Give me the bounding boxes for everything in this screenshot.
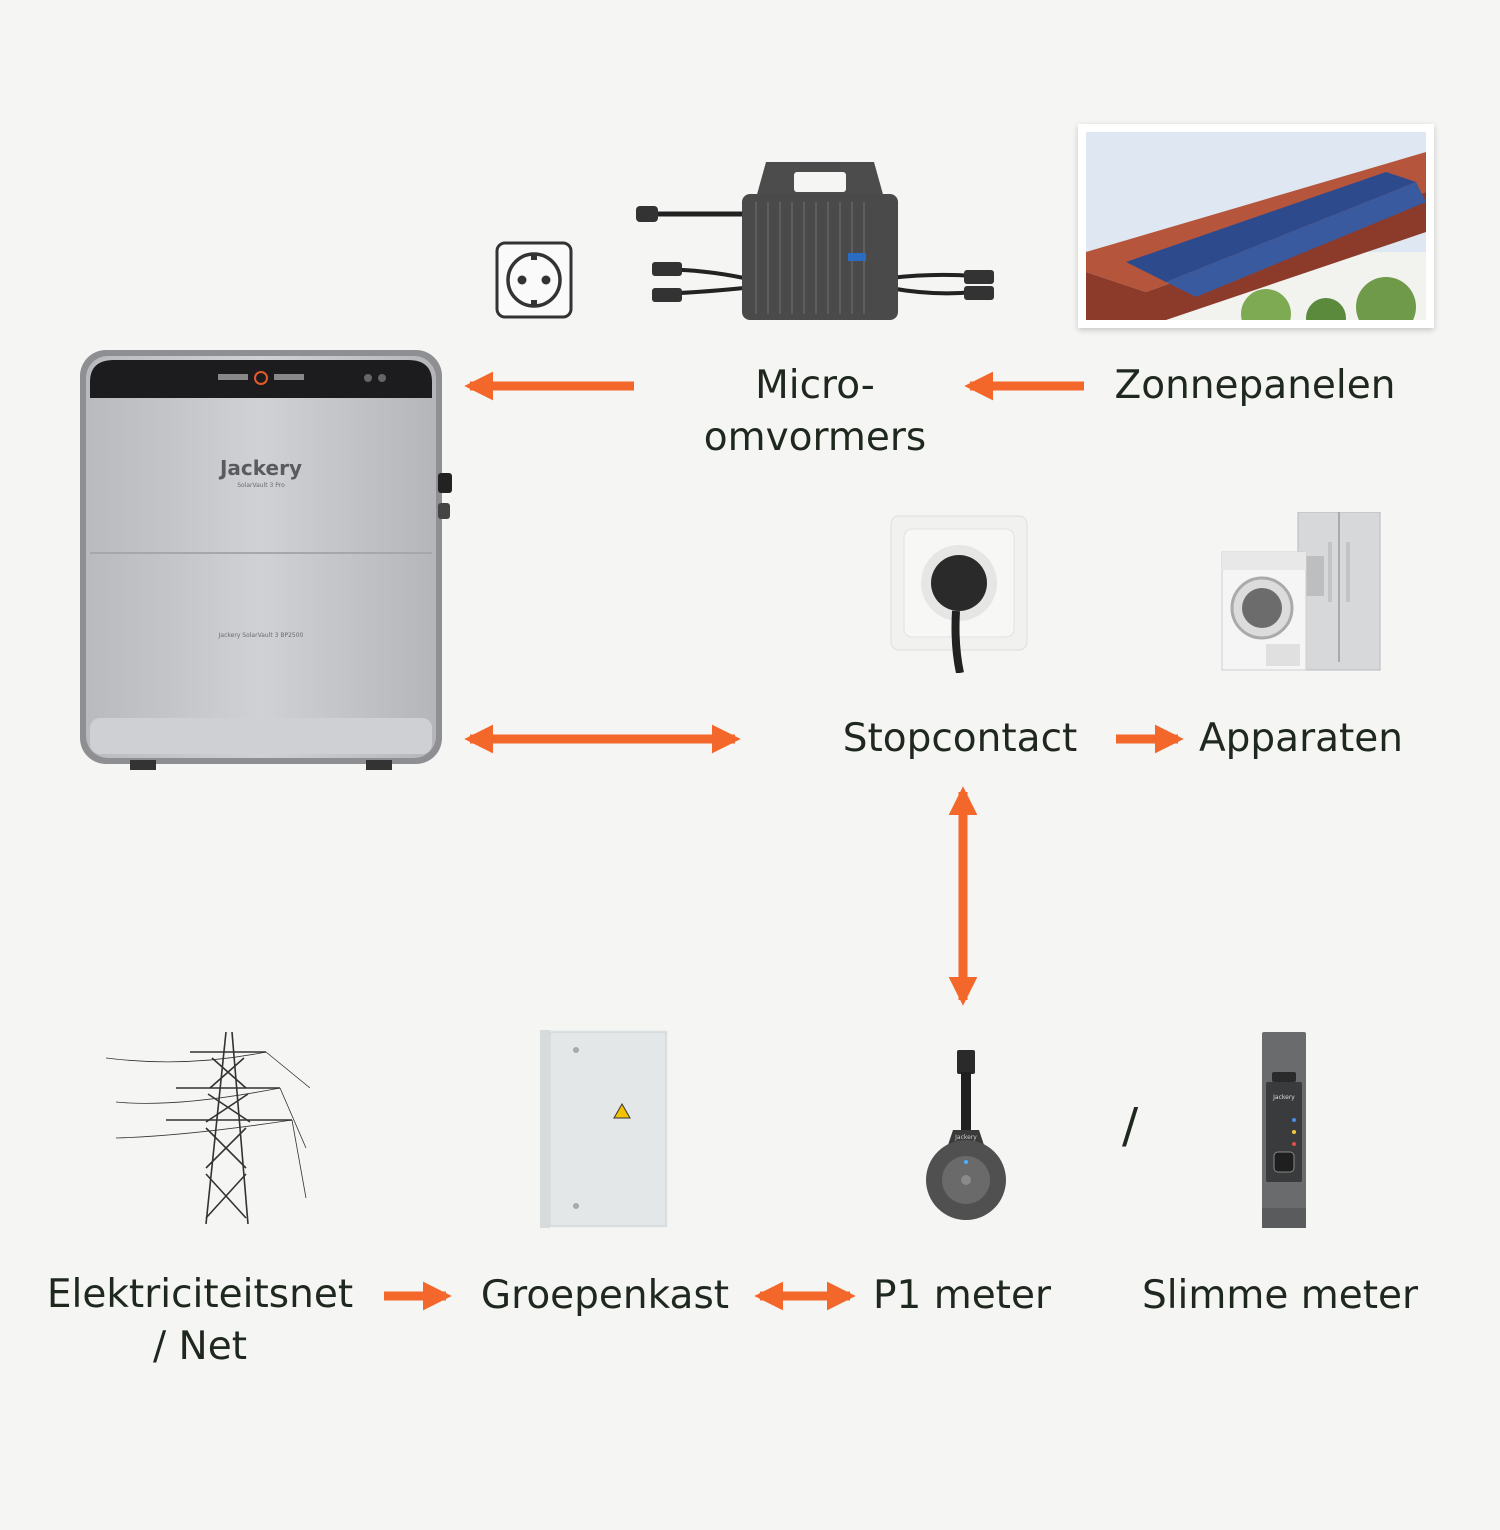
appliances-image — [1220, 511, 1382, 672]
label-stopcontact: Stopcontact — [842, 716, 1078, 761]
label-p1-meter: P1 meter — [872, 1273, 1052, 1318]
battery-module-label: Jackery SolarVault 3 BP2500 — [218, 632, 304, 639]
label-net-line2: / Net — [153, 1324, 247, 1369]
home-battery-image: Jackery SolarVault 3 Pro Jackery SolarVa… — [78, 348, 458, 772]
fuse-box-image — [540, 1030, 668, 1228]
smart-meter-image: Jackery — [1262, 1032, 1306, 1228]
wall-socket-with-plug-image — [890, 515, 1028, 674]
power-pylon-image — [105, 1028, 311, 1226]
label-net-line1: Elektriciteitsnet — [46, 1272, 354, 1317]
meter-separator: / — [1122, 1098, 1139, 1154]
label-elektriciteitsnet: Elektriciteitsnet / Net — [30, 1269, 370, 1373]
micro-inverter-image — [634, 158, 1000, 324]
label-groepenkast: Groepenkast — [480, 1273, 730, 1318]
label-micro-line2: omvormers — [703, 415, 927, 460]
p1-meter-brand: Jackery — [955, 1134, 977, 1141]
label-micro-omvormers: Micro- omvormers — [660, 360, 970, 464]
battery-model: SolarVault 3 Pro — [237, 482, 285, 489]
battery-brand: Jackery — [219, 456, 303, 480]
smart-meter-brand: Jackery — [1273, 1094, 1295, 1101]
label-zonnepanelen: Zonnepanelen — [1114, 363, 1396, 408]
label-slimme-meter: Slimme meter — [1141, 1273, 1419, 1318]
solar-panel-roof-photo — [1078, 124, 1434, 328]
label-micro-line1: Micro- — [755, 363, 875, 408]
wall-socket-outline-icon — [495, 241, 573, 319]
p1-meter-image: Jackery — [925, 1050, 1007, 1222]
label-apparaten: Apparaten — [1198, 716, 1404, 761]
